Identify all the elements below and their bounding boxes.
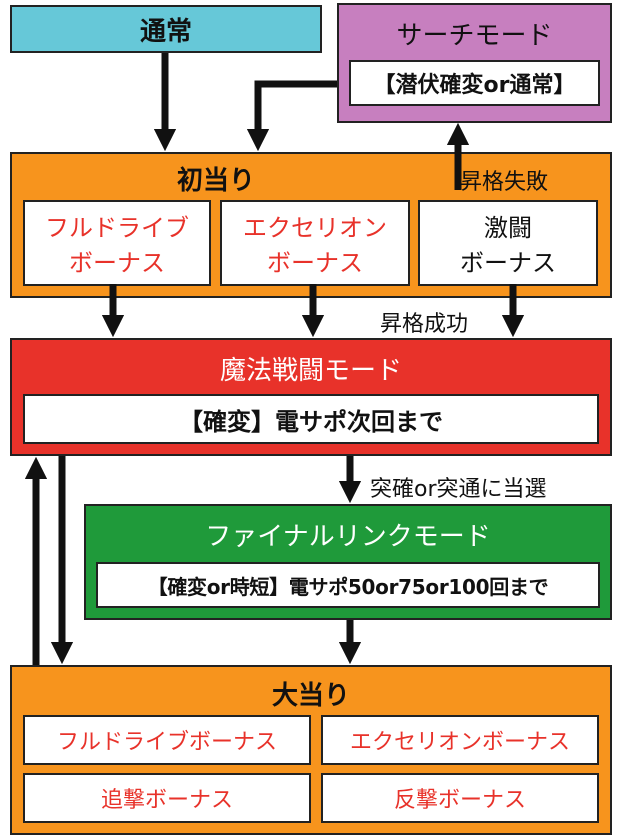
big-hit-bonus-excelion: エクセリオンボーナス: [321, 715, 599, 765]
search-mode-sub: 【潜伏確変or通常】: [373, 73, 576, 98]
search-mode-sub-box: 【潜伏確変or通常】: [349, 60, 600, 106]
first-hit-bonus-fulldrive: フルドライブ ボーナス: [23, 200, 211, 286]
promotion-fail-label: 昇格失敗: [460, 170, 549, 195]
final-link-title: ファイナルリンクモード: [205, 522, 491, 552]
bonus-line: ボーナス: [460, 249, 556, 277]
bonus-line: 激闘: [484, 214, 532, 242]
bonus-line: ボーナス: [267, 249, 363, 277]
big-hit-bonus-label: 追撃ボーナス: [100, 788, 233, 813]
arrow-search-to-first-hit: [246, 80, 337, 152]
search-mode-title: サーチモード: [396, 21, 553, 51]
promotion-success-label: 昇格成功: [380, 312, 469, 337]
search-mode-box: サーチモード 【潜伏確変or通常】: [337, 3, 612, 123]
big-hit-bonus-fulldrive: フルドライブボーナス: [23, 715, 311, 765]
normal-label: 通常: [139, 16, 192, 47]
magic-battle-sub: 【確変】電サポ次回まで: [179, 407, 443, 436]
big-hit-bonus-tsuigeki: 追撃ボーナス: [23, 773, 311, 823]
bonus-line: フルドライブ: [45, 214, 189, 242]
big-hit-title: 大当り: [271, 681, 350, 711]
final-link-sub: 【確変or時短】電サポ50or75or100回まで: [147, 574, 549, 599]
magic-battle-box: 魔法戦闘モード 【確変】電サポ次回まで: [10, 338, 612, 456]
first-hit-title: 初当り: [176, 166, 255, 196]
final-link-sub-box: 【確変or時短】電サポ50or75or100回まで: [96, 562, 600, 608]
big-hit-box: 大当り フルドライブボーナス エクセリオンボーナス 追撃ボーナス 反撃ボーナス: [10, 665, 612, 835]
normal-box: 通常: [10, 5, 322, 53]
big-hit-bonus-label: エクセリオンボーナス: [349, 730, 570, 755]
magic-battle-title: 魔法戦闘モード: [219, 356, 402, 386]
first-hit-bonus-gekito: 激闘 ボーナス: [418, 200, 598, 286]
big-hit-bonus-hangeki: 反撃ボーナス: [321, 773, 599, 823]
final-link-box: ファイナルリンクモード 【確変or時短】電サポ50or75or100回まで: [84, 504, 612, 620]
bonus-line: エクセリオン: [243, 214, 387, 242]
first-hit-box: 初当り 昇格失敗 フルドライブ ボーナス エクセリオン ボーナス 激闘 ボーナス: [10, 152, 612, 298]
bonus-line: ボーナス: [69, 249, 165, 277]
first-hit-bonus-excelion: エクセリオン ボーナス: [220, 200, 410, 286]
lottery-label: 突確or突通に当選: [370, 477, 547, 502]
big-hit-bonus-label: 反撃ボーナス: [393, 788, 526, 813]
big-hit-bonus-label: フルドライブボーナス: [56, 730, 277, 755]
magic-battle-sub-box: 【確変】電サポ次回まで: [23, 394, 599, 444]
